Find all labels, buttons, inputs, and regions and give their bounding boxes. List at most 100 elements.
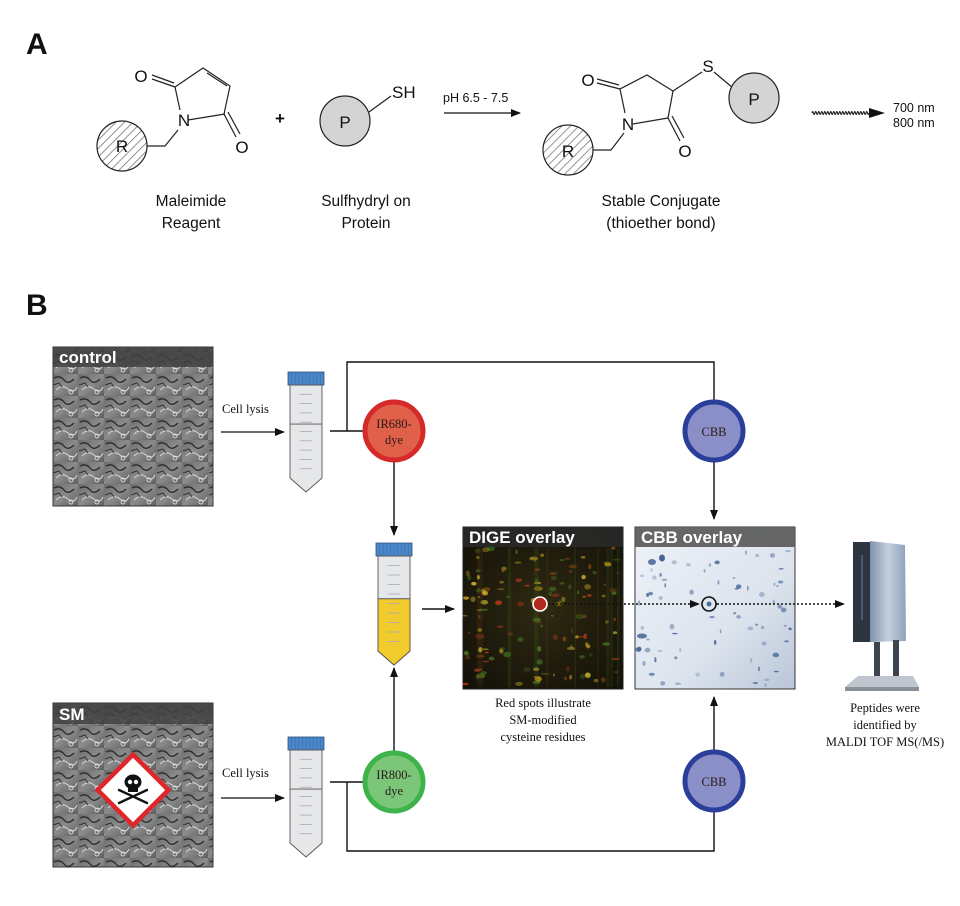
gel-spot <box>611 657 620 661</box>
gel-spot <box>719 629 722 634</box>
gel-spot <box>548 591 552 597</box>
gel-spot <box>640 625 645 630</box>
product-caption-line2: (thioether bond) <box>606 215 715 232</box>
gel-spot <box>639 574 645 577</box>
r-group-letter: R <box>116 137 128 156</box>
gel-spot <box>575 613 585 619</box>
gel-spot <box>484 651 490 654</box>
gel-spot <box>642 660 646 666</box>
gel-spot <box>552 673 556 677</box>
gel-spot <box>713 639 717 645</box>
gel-spot <box>755 623 759 626</box>
gel-spot <box>635 647 642 652</box>
gel-spot <box>784 640 789 643</box>
cbb-overlay-title: CBB overlay <box>641 528 743 547</box>
gel-spot <box>476 673 486 679</box>
dige-overlay-title: DIGE overlay <box>469 528 575 547</box>
gel-spot <box>689 589 694 595</box>
gel-spot <box>669 623 675 630</box>
gel-spot <box>761 641 767 646</box>
gel-spot <box>533 581 542 585</box>
gel-spot <box>714 560 720 565</box>
cbb-top-label: CBB <box>701 425 726 439</box>
gel-spot <box>780 607 787 613</box>
emission-700nm: 700 nm <box>893 101 935 115</box>
gel-spot <box>475 633 485 640</box>
gel-spot <box>582 614 587 619</box>
tube-body <box>289 749 323 858</box>
product-atom-o-top: O <box>581 71 594 90</box>
gel-spot <box>733 611 737 615</box>
gel-spot <box>659 572 662 577</box>
gel-spot <box>783 624 787 627</box>
gel-spot <box>515 681 523 686</box>
gel-spot <box>488 656 495 661</box>
gel-spot <box>501 566 507 571</box>
gel-spot <box>660 681 666 686</box>
gel-spot <box>581 574 586 580</box>
gel-spot <box>480 648 489 651</box>
gel-spot <box>514 561 522 564</box>
dige-caption-line2: SM-modified <box>509 713 577 727</box>
gel-spot <box>671 632 678 635</box>
gel-spot <box>652 575 657 580</box>
emission-800nm: 800 nm <box>893 116 935 130</box>
gel-spot <box>467 574 472 581</box>
gel-spot <box>735 584 742 589</box>
gel-spot <box>580 555 586 559</box>
gel-spot <box>709 615 715 619</box>
gel-spot <box>646 638 650 641</box>
gel-spot <box>605 620 609 624</box>
gel-spot <box>536 659 543 665</box>
gel-spot <box>661 578 668 582</box>
gel-spot <box>517 601 524 607</box>
gel-spot <box>608 588 618 593</box>
gel-spot <box>574 635 579 639</box>
gel-spot <box>589 652 593 657</box>
gel-spot <box>592 571 597 575</box>
ir800-dye-node: IR800- dye <box>362 750 426 814</box>
ir800-label-line2: dye <box>385 784 404 798</box>
gel-spot <box>644 647 651 653</box>
gel-spot <box>475 569 481 572</box>
gel-spot <box>551 593 560 598</box>
gel-spot <box>695 672 700 677</box>
gel-spot <box>658 596 663 600</box>
protein-caption-line2: Protein <box>341 215 390 232</box>
protein-letter: P <box>339 113 350 132</box>
control-lysate-tube <box>287 371 325 493</box>
gel-spot <box>611 546 616 550</box>
gel-spot <box>503 651 512 658</box>
gel-spot <box>482 660 490 663</box>
gel-spot <box>650 568 653 572</box>
gel-spot <box>558 600 562 603</box>
gel-spot <box>540 553 545 558</box>
gel-spot <box>604 562 612 567</box>
gel-spot <box>499 580 504 584</box>
gel-spot <box>501 569 505 573</box>
protein-caption-line1: Sulfhydryl on <box>321 193 411 210</box>
gel-spot <box>773 670 779 673</box>
gel-spot <box>788 627 792 631</box>
gel-spot <box>533 676 541 678</box>
product-p-letter: P <box>748 90 759 109</box>
gel-spot <box>478 614 481 619</box>
gel-spot <box>646 592 650 598</box>
panel-b-label: B <box>26 289 48 322</box>
cell-lysis-label-bottom: Cell lysis <box>222 766 269 780</box>
sm-image-title: SM <box>59 705 85 724</box>
gel-spot <box>736 615 741 619</box>
gel-spot <box>529 556 539 561</box>
gel-spot <box>613 617 616 622</box>
gel-spot <box>703 568 706 573</box>
gel-spot <box>465 655 471 660</box>
gel-spot <box>515 549 518 555</box>
emission-arrowhead <box>869 108 885 118</box>
gel-spot <box>480 599 489 605</box>
gel-spot <box>708 563 712 567</box>
gel-spot <box>507 632 514 636</box>
atom-o-bottom: O <box>235 138 248 157</box>
ir680-dye-node: IR680- dye <box>362 399 426 463</box>
gel-spot <box>477 628 482 632</box>
